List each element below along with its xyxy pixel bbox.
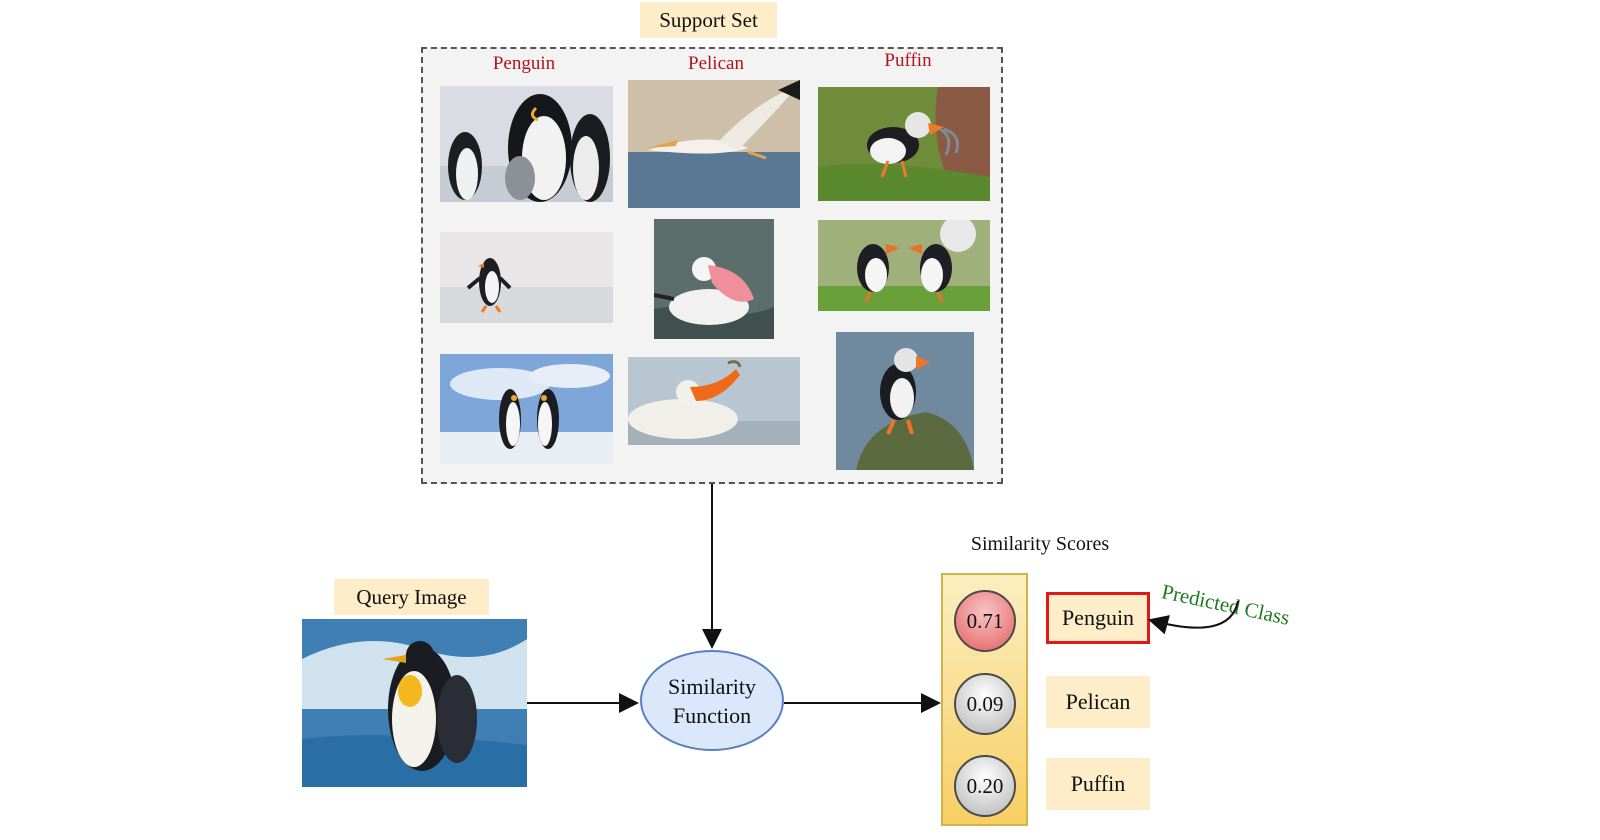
penguin-image-3 [440, 354, 613, 464]
class-label-pelican: Pelican [688, 53, 744, 74]
class-label-puffin: Puffin [884, 50, 932, 71]
query-image-title: Query Image [334, 579, 489, 615]
pelican-image-3 [628, 357, 800, 445]
query-image [302, 619, 527, 787]
support-set-title: Support Set [640, 2, 777, 38]
arrow-prediction [1148, 600, 1239, 635]
puffin-image-3 [836, 332, 974, 470]
similarity-scores-title: Similarity Scores [970, 533, 1110, 555]
pelican-image-1 [628, 80, 800, 208]
penguin-image-1 [440, 86, 613, 202]
pelican-image-2 [654, 219, 774, 339]
score-pelican: 0.09 [954, 673, 1016, 735]
class-label-penguin: Penguin [492, 53, 556, 74]
puffin-image-1 [818, 87, 990, 201]
puffin-image-2 [818, 220, 990, 311]
class-puffin: Puffin [1046, 758, 1150, 810]
class-pelican: Pelican [1046, 676, 1150, 728]
score-penguin: 0.71 [954, 590, 1016, 652]
predicted-class-penguin: Penguin [1046, 592, 1150, 644]
similarity-function-node: Similarity Function [640, 650, 784, 751]
penguin-image-2 [440, 232, 613, 323]
score-puffin: 0.20 [954, 755, 1016, 817]
